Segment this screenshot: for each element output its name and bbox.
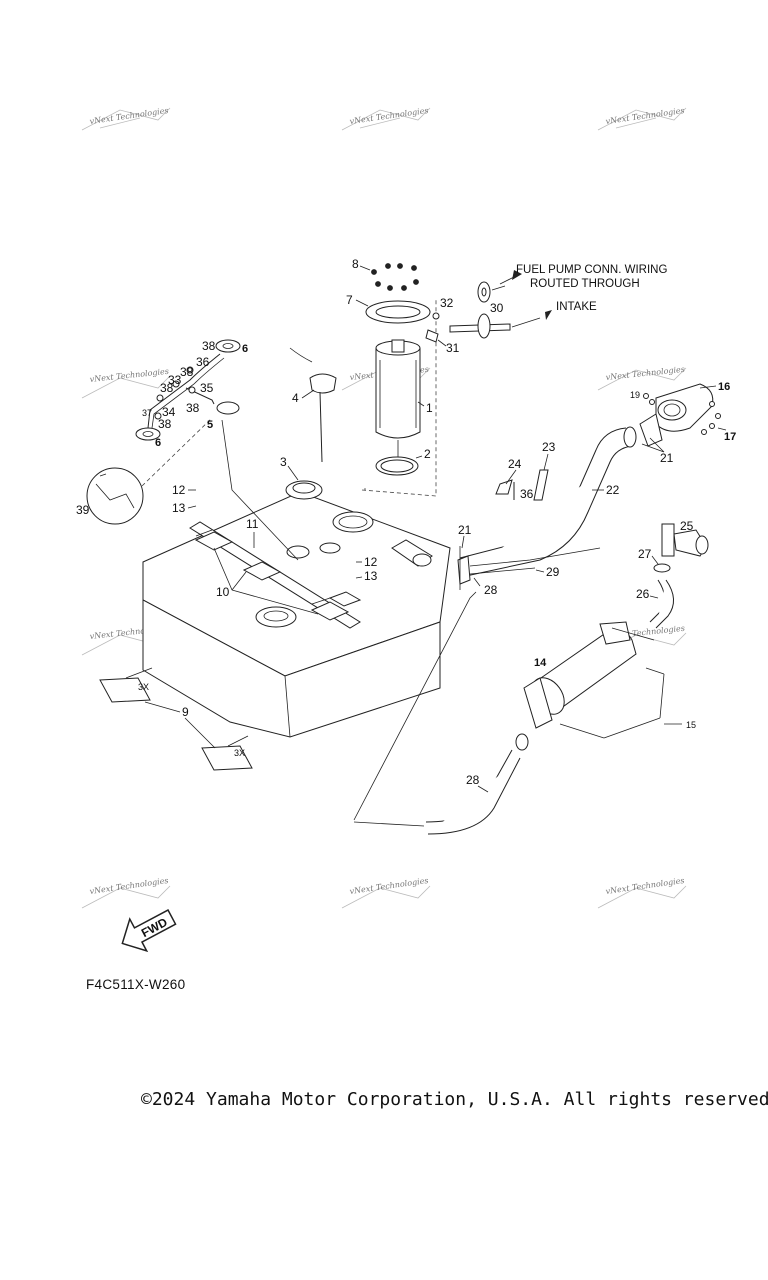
callout-22: 22 — [606, 483, 620, 497]
callout-33: 33 — [168, 373, 182, 387]
callout-2: 2 — [424, 447, 431, 461]
note-3x-b: 3X — [234, 748, 245, 758]
callout-4: 4 — [292, 391, 299, 405]
callout-6-top: 6 — [242, 343, 248, 355]
callout-15: 15 — [686, 720, 696, 730]
callouts: 1 2 3 4 5 6 6 7 8 9 10 11 12 12 13 13 14… — [76, 257, 736, 793]
callout-12-left: 12 — [172, 483, 186, 497]
callout-21-top: 21 — [660, 451, 674, 465]
callout-35: 35 — [200, 381, 214, 395]
callout-25: 25 — [680, 519, 694, 533]
callout-39: 39 — [76, 503, 90, 517]
callout-36-top: 36 — [196, 355, 210, 369]
callout-5: 5 — [207, 419, 213, 431]
callout-38-d: 38 — [186, 401, 200, 415]
watermark-text: vNext Technologies — [605, 876, 685, 896]
callout-26: 26 — [636, 587, 650, 601]
callout-34: 34 — [162, 405, 176, 419]
grommets — [449, 270, 552, 339]
fwd-arrow-icon: FWD — [121, 909, 177, 953]
fuel-filter — [425, 523, 709, 835]
watermark-text: vNext Technologies — [605, 106, 685, 126]
watermark-text: vNext Technologies — [89, 367, 169, 384]
callout-14: 14 — [534, 657, 547, 669]
callout-24: 24 — [508, 457, 522, 471]
diagram-code: F4C511X-W260 — [86, 977, 186, 992]
filler-hoses — [353, 426, 637, 827]
watermark-text: vNext Technologies — [349, 876, 429, 896]
fuel-pump-assembly — [289, 263, 440, 497]
callout-10: 10 — [216, 585, 230, 599]
callout-28-bottom: 28 — [466, 773, 480, 787]
callout-16: 16 — [718, 381, 730, 393]
callout-6-bottom: 6 — [155, 437, 161, 449]
callout-1: 1 — [426, 401, 433, 415]
callout-29: 29 — [546, 565, 560, 579]
callout-23: 23 — [542, 440, 556, 454]
vent-hose-assembly — [86, 339, 299, 561]
callout-13-right: 13 — [364, 569, 378, 583]
watermark-text: vNext Technologies — [89, 876, 169, 896]
callout-38-c: 38 — [160, 381, 174, 395]
callout-27: 27 — [638, 547, 652, 561]
callout-31: 31 — [446, 341, 460, 355]
callout-37: 37 — [142, 408, 152, 418]
callout-8: 8 — [352, 257, 359, 271]
watermark-text: vNext Technologies — [89, 106, 169, 126]
callout-30: 30 — [490, 301, 504, 315]
bottom-pads: 3X 3X — [99, 667, 253, 771]
callout-36-bracket: 36 — [520, 487, 534, 501]
fuel-tank — [142, 480, 451, 738]
callout-17: 17 — [724, 431, 736, 443]
callout-32: 32 — [440, 296, 454, 310]
callout-9: 9 — [182, 705, 189, 719]
callout-12-right: 12 — [364, 555, 378, 569]
filler-cap — [639, 383, 721, 447]
note-wiring-line2: ROUTED THROUGH — [530, 278, 640, 290]
note-3x-a: 3X — [138, 682, 149, 692]
callout-21-mid: 21 — [458, 523, 472, 537]
note-intake: INTAKE — [556, 301, 597, 313]
callout-11: 11 — [246, 517, 259, 531]
callout-28-top: 28 — [484, 583, 498, 597]
note-wiring-line1: FUEL PUMP CONN. WIRING — [516, 264, 667, 276]
callout-13-left: 13 — [172, 501, 186, 515]
callout-7: 7 — [346, 293, 353, 307]
callout-38-a: 38 — [202, 339, 216, 353]
copyright-notice: ©2024 Yamaha Motor Corporation, U.S.A. A… — [141, 1089, 768, 1110]
watermark-text: vNext Technologies — [349, 106, 429, 126]
callout-38-b: 38 — [180, 365, 194, 379]
notes: FUEL PUMP CONN. WIRING ROUTED THROUGH IN… — [516, 264, 667, 313]
callout-19: 19 — [630, 390, 640, 400]
callout-3: 3 — [280, 455, 287, 469]
callout-38-e: 38 — [158, 417, 172, 431]
